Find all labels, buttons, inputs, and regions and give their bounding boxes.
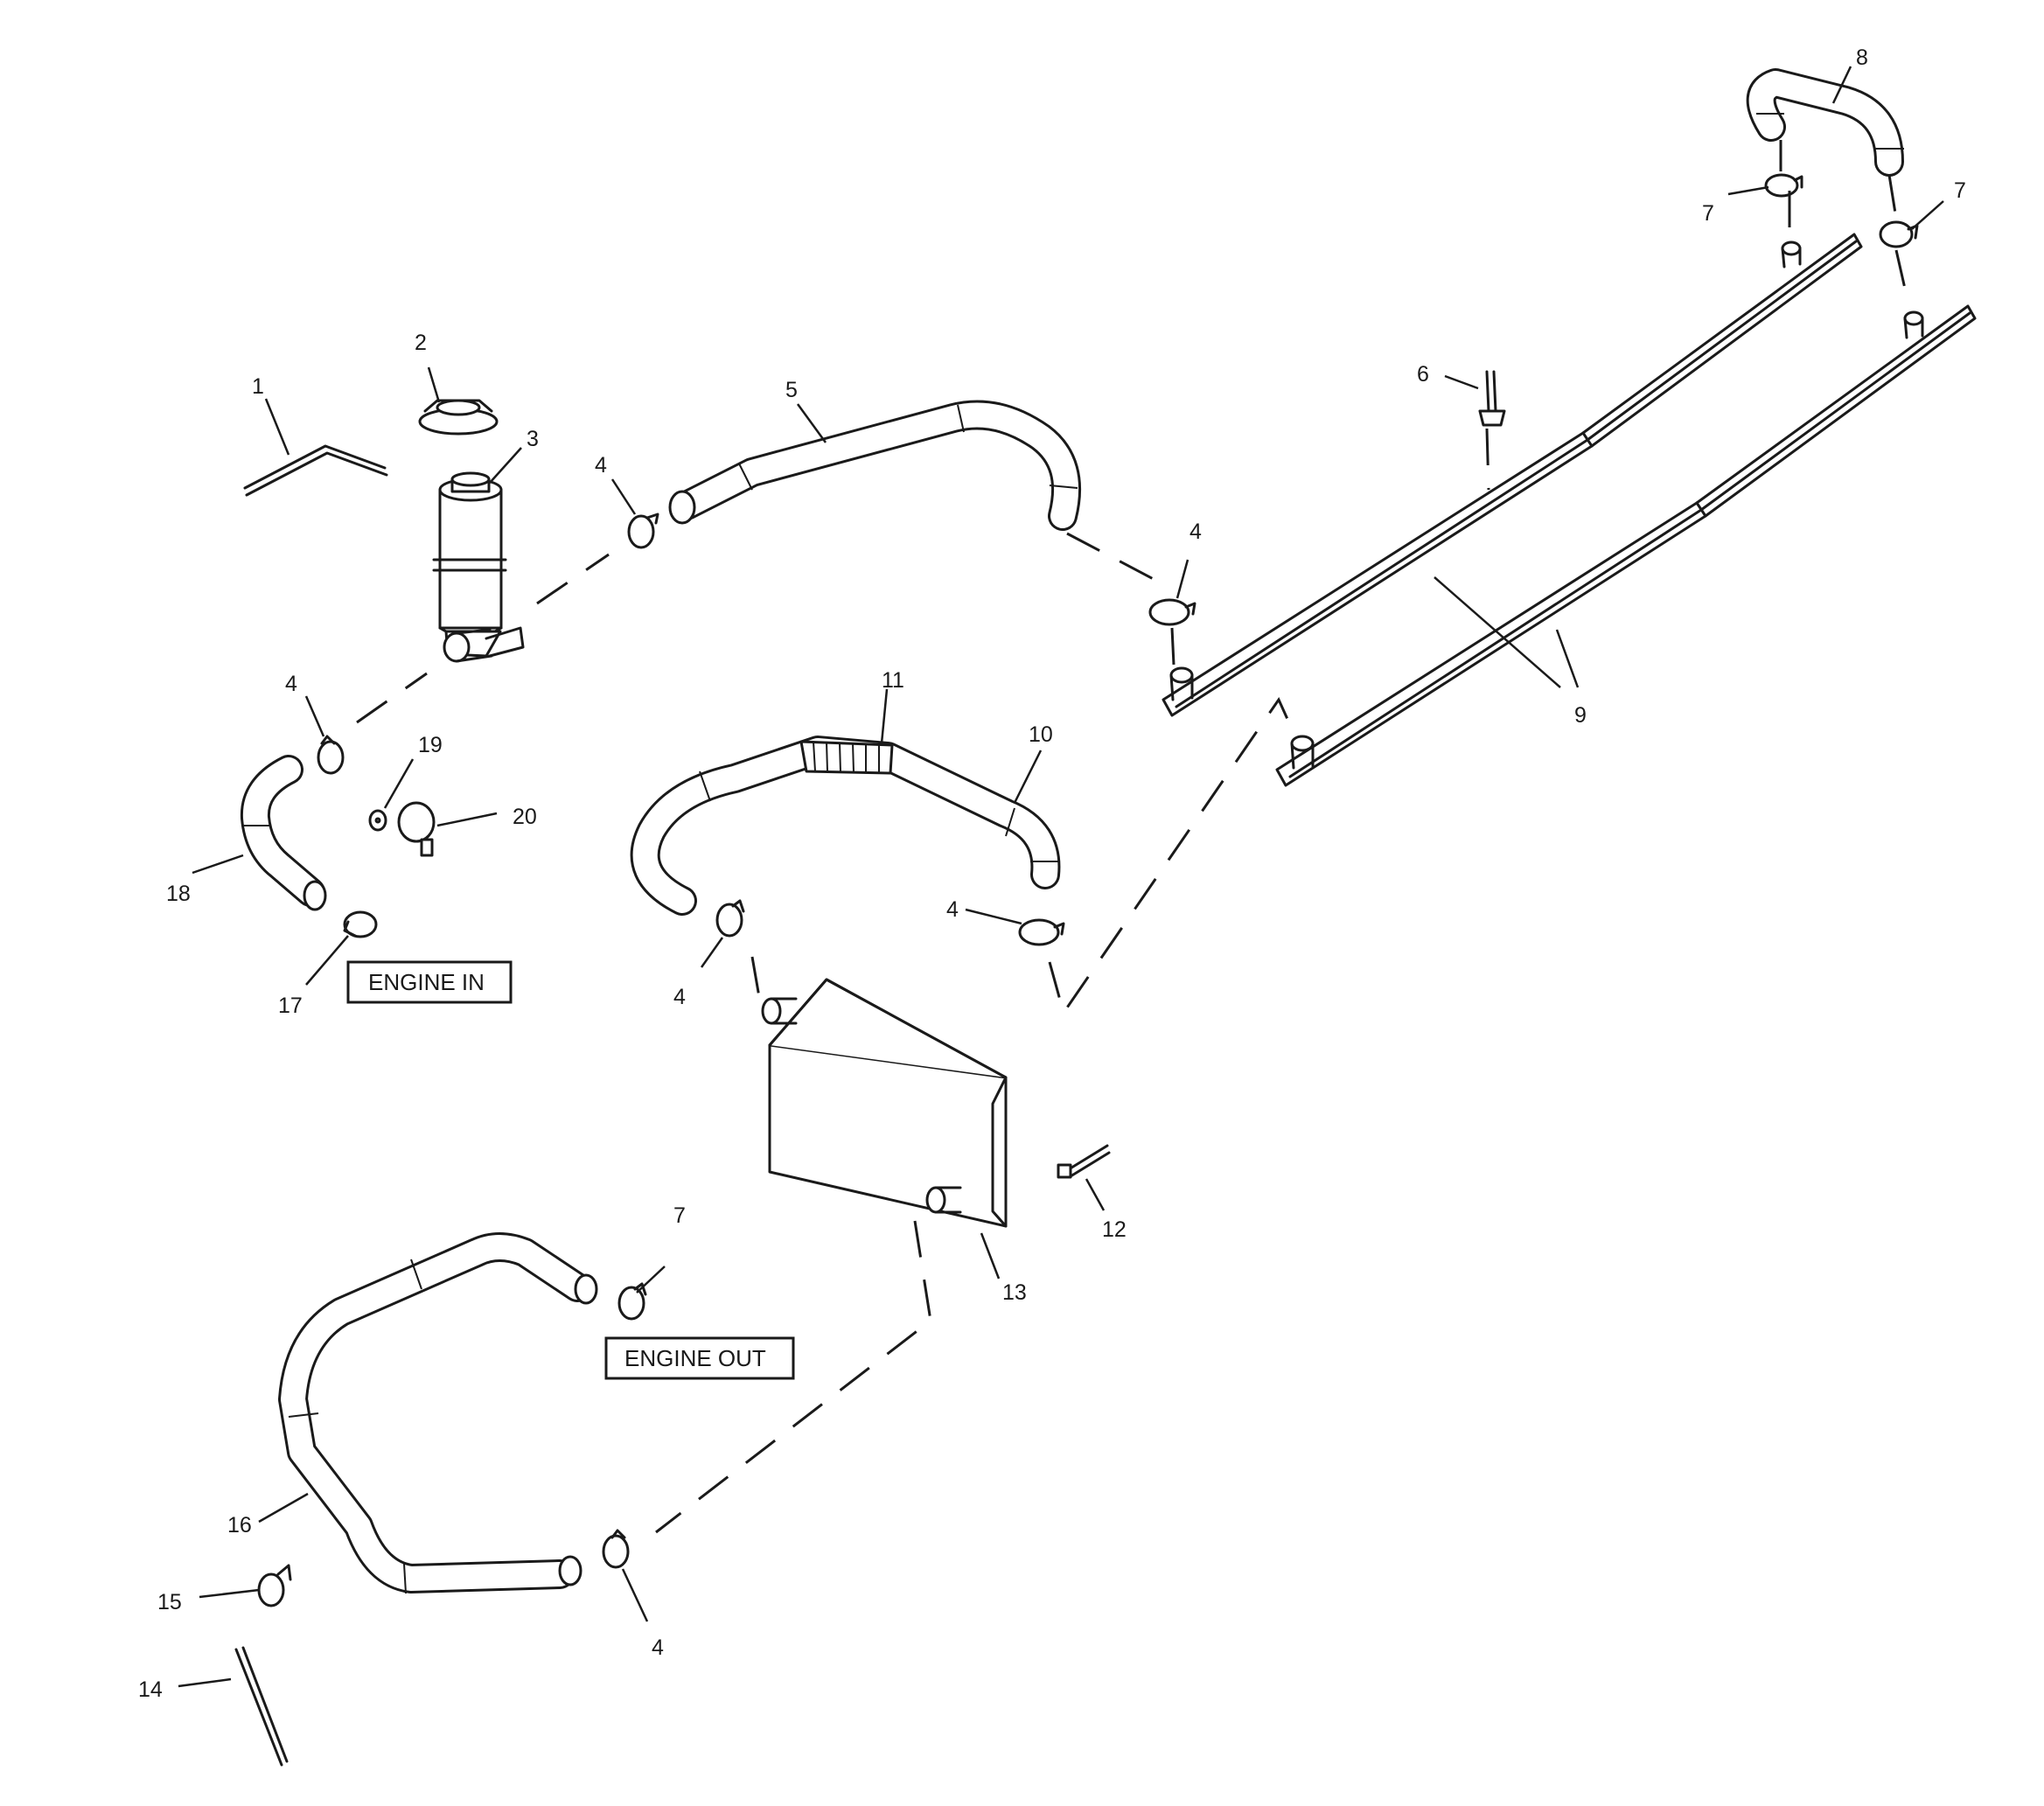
part-8-hose — [1746, 68, 1904, 177]
clamp-7a — [1764, 173, 1803, 198]
part-20-bracket — [397, 801, 436, 857]
leader-lines — [178, 66, 1944, 1688]
engine-in-label: ENGINE IN — [368, 969, 485, 995]
clamp-4e — [1018, 918, 1065, 946]
part-2-cap — [418, 399, 499, 436]
callout-20: 20 — [513, 805, 537, 829]
callout-7c: 7 — [673, 1203, 686, 1228]
callouts: 1 2 3 4 4 4 4 4 4 5 6 7 7 7 8 9 10 11 12… — [138, 45, 1966, 1702]
callout-17: 17 — [278, 994, 303, 1018]
part-12-bolt — [1057, 1144, 1111, 1179]
callout-16: 16 — [227, 1513, 252, 1538]
callout-12: 12 — [1102, 1217, 1127, 1242]
part-17-clamp — [343, 910, 378, 938]
callout-19: 19 — [418, 733, 443, 757]
callout-7a: 7 — [1702, 201, 1714, 226]
callout-4e: 4 — [946, 897, 959, 922]
engine-in-label-box: ENGINE IN — [346, 960, 513, 1004]
part-11-bellows — [799, 740, 894, 775]
callout-4c: 4 — [285, 672, 297, 696]
part-18-hose — [240, 755, 327, 911]
callout-6: 6 — [1417, 362, 1429, 387]
callout-9: 9 — [1574, 703, 1587, 728]
callout-8: 8 — [1856, 45, 1868, 70]
callout-11: 11 — [882, 668, 904, 693]
clamp-4f — [602, 1529, 630, 1569]
part-3-reservoir — [432, 471, 525, 663]
part-5-hose — [668, 400, 1082, 531]
part-9-heat-exchanger-rails — [1162, 233, 1977, 787]
callout-1: 1 — [252, 374, 264, 399]
callout-7b: 7 — [1954, 178, 1966, 203]
callout-10: 10 — [1029, 722, 1053, 747]
flow-lines — [356, 140, 1907, 1534]
clamp-4a — [627, 513, 659, 549]
callout-3: 3 — [527, 427, 539, 451]
clamp-7b — [1879, 220, 1919, 248]
callout-2: 2 — [415, 331, 427, 355]
part-1-rod — [243, 444, 388, 497]
part-6-pin — [1478, 370, 1506, 427]
engine-out-label: ENGINE OUT — [624, 1345, 766, 1371]
part-13-tank — [761, 978, 1008, 1228]
part-14-rod — [234, 1646, 289, 1767]
callout-4d: 4 — [673, 985, 686, 1009]
part-16-hose — [278, 1232, 598, 1594]
callout-5: 5 — [785, 378, 798, 402]
clamp-4c — [317, 735, 345, 775]
callout-13: 13 — [1002, 1280, 1027, 1305]
clamp-7c — [617, 1282, 647, 1321]
clamp-4b — [1148, 598, 1196, 626]
clamp-4d — [715, 899, 745, 938]
callout-4f: 4 — [652, 1635, 664, 1660]
callout-14: 14 — [138, 1677, 163, 1702]
part-10-hose — [630, 736, 1061, 916]
part-19-washer — [368, 809, 387, 832]
engine-out-label-box: ENGINE OUT — [604, 1336, 795, 1380]
part-15-clip — [257, 1564, 292, 1607]
callout-15: 15 — [157, 1590, 182, 1614]
callout-4a: 4 — [595, 453, 607, 478]
callout-18: 18 — [166, 882, 191, 906]
callout-4b: 4 — [1189, 519, 1202, 544]
